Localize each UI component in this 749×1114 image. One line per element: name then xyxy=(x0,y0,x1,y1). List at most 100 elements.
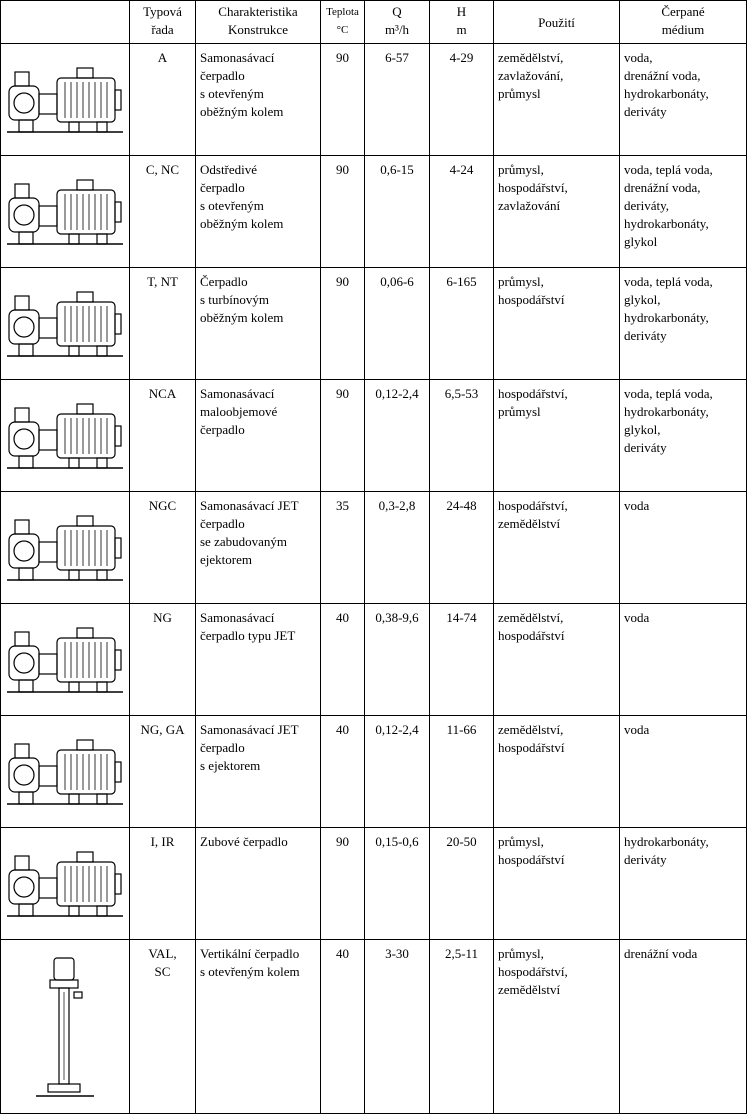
cell-temperature: 90 xyxy=(320,155,365,268)
cell-temperature: 90 xyxy=(320,43,365,156)
cell-line: zemědělství xyxy=(498,982,561,997)
cell-line: glykol, xyxy=(624,292,661,307)
centrifugal-pump-icon xyxy=(1,164,129,260)
cell-line: T, NT xyxy=(147,274,178,289)
cell-head: 11-66 xyxy=(429,715,494,828)
pump-image xyxy=(0,603,130,716)
cell-construction: Samonasávací maloobjemové čerpadlo xyxy=(195,379,321,492)
cell-line: s otevřeným xyxy=(200,198,264,213)
cell-line: SC xyxy=(154,964,171,979)
cell-head: 2,5-11 xyxy=(429,939,494,1114)
pump-image xyxy=(0,715,130,828)
cell-line: glykol xyxy=(624,234,658,249)
cell-head: 6,5-53 xyxy=(429,379,494,492)
cell-line: průmysl, xyxy=(498,946,544,961)
header-image xyxy=(0,0,130,44)
cell-line: Samonasávací JET xyxy=(200,722,299,737)
jet-pump-ejector-icon xyxy=(1,724,129,820)
cell-medium: voda xyxy=(619,715,747,828)
cell-line: NG xyxy=(153,610,172,625)
cell-line: A xyxy=(157,50,168,65)
cell-type: NGC xyxy=(129,491,196,604)
cell-line: průmysl, xyxy=(498,274,544,289)
jet-pump-built-in-ejector-icon xyxy=(1,500,129,596)
cell-line: ejektorem xyxy=(200,552,252,567)
cell-line: hydrokarbonáty, xyxy=(624,834,709,849)
cell-flow: 0,6-15 xyxy=(364,155,430,268)
cell-medium: voda, teplá voda,hydrokarbonáty,glykol,d… xyxy=(619,379,747,492)
cell-temperature: 90 xyxy=(320,379,365,492)
cell-line: C, NC xyxy=(145,162,180,177)
cell-flow: 0,06-6 xyxy=(364,267,430,380)
cell-line: Samonasávací xyxy=(200,386,275,401)
pump-image xyxy=(0,939,130,1114)
cell-line: NCA xyxy=(148,386,177,401)
cell-line: s otevřeným xyxy=(200,86,264,101)
cell-head: 24-48 xyxy=(429,491,494,604)
cell-temperature: 90 xyxy=(320,267,365,380)
cell-line: voda xyxy=(624,722,650,737)
cell-line: voda xyxy=(624,498,650,513)
cell-temperature: 40 xyxy=(320,603,365,716)
cell-flow: 0,12-2,4 xyxy=(364,379,430,492)
cell-line: čerpadlo xyxy=(200,740,245,755)
pump-image xyxy=(0,43,130,156)
cell-temperature: 90 xyxy=(320,827,365,940)
cell-line: NGC xyxy=(148,498,177,513)
cell-line: oběžným kolem xyxy=(200,216,284,231)
cell-line: hydrokarbonáty, xyxy=(624,404,709,419)
cell-line: I, IR xyxy=(150,834,175,849)
cell-line: NG, GA xyxy=(140,722,185,737)
cell-type: NG, GA xyxy=(129,715,196,828)
cell-line: drenážní voda xyxy=(624,946,698,961)
cell-line: čerpadlo xyxy=(200,68,245,83)
cell-usage: hospodářství,zemědělství xyxy=(493,491,620,604)
cell-line: hospodářství, xyxy=(498,180,568,195)
cell-line: zemědělství xyxy=(498,516,561,531)
cell-line: maloobjemové xyxy=(200,404,278,419)
cell-type: C, NC xyxy=(129,155,196,268)
cell-line: zemědělství, xyxy=(498,610,564,625)
gear-pump-icon xyxy=(1,836,129,932)
small-volume-pump-icon xyxy=(1,388,129,484)
cell-line: hydrokarbonáty, xyxy=(624,216,709,231)
cell-line: voda, teplá voda, xyxy=(624,386,713,401)
cell-head: 4-24 xyxy=(429,155,494,268)
header-temperature: Teplota°C xyxy=(320,0,365,44)
cell-line: voda, teplá voda, xyxy=(624,162,713,177)
cell-line: se zabudovaným xyxy=(200,534,288,549)
cell-usage: hospodářství,průmysl xyxy=(493,379,620,492)
cell-type: NG xyxy=(129,603,196,716)
cell-medium: voda, teplá voda,drenážní voda,deriváty,… xyxy=(619,155,747,268)
turbine-pump-icon xyxy=(1,276,129,372)
cell-flow: 0,15-0,6 xyxy=(364,827,430,940)
cell-line: čerpadlo xyxy=(200,422,245,437)
cell-line: hydrokarbonáty, xyxy=(624,86,709,101)
cell-line: Čerpadlo xyxy=(200,274,248,289)
cell-temperature: 40 xyxy=(320,939,365,1114)
cell-usage: průmysl,hospodářství,zavlažování xyxy=(493,155,620,268)
cell-head: 14-74 xyxy=(429,603,494,716)
pump-image xyxy=(0,827,130,940)
cell-flow: 3-30 xyxy=(364,939,430,1114)
cell-line: hospodářství xyxy=(498,292,565,307)
cell-line: zemědělství, xyxy=(498,722,564,737)
cell-usage: zemědělství, hospodářství xyxy=(493,715,620,828)
cell-line: oběžným kolem xyxy=(200,310,284,325)
cell-medium: voda,drenážní voda,hydrokarbonáty,derivá… xyxy=(619,43,747,156)
cell-line: Odstředivé xyxy=(200,162,258,177)
cell-line: deriváty xyxy=(624,440,667,455)
cell-line: hospodářství xyxy=(498,740,565,755)
cell-usage: průmysl, hospodářství xyxy=(493,267,620,380)
cell-medium: drenážní voda xyxy=(619,939,747,1114)
cell-line: průmysl, xyxy=(498,162,544,177)
cell-head: 20-50 xyxy=(429,827,494,940)
